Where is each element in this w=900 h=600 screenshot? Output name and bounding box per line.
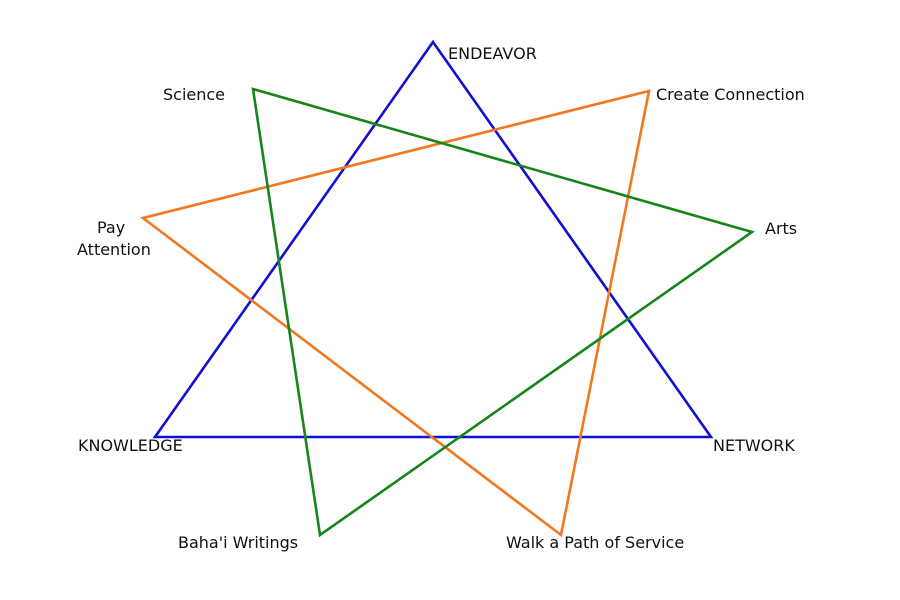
green-triangle	[251, 87, 755, 538]
label-science: Science	[163, 85, 226, 104]
label-network: NETWORK	[713, 436, 795, 455]
label-walk-a-path-of-service: Walk a Path of Service	[506, 533, 685, 552]
blue-triangle	[152, 39, 714, 439]
label-arts: Arts	[765, 219, 798, 238]
label-pay: Pay	[97, 218, 126, 237]
label-bahai-writings: Baha'i Writings	[178, 533, 299, 552]
label-attention: Attention	[77, 240, 151, 259]
orange-triangle	[140, 89, 651, 538]
label-knowledge: KNOWLEDGE	[78, 436, 183, 455]
label-endeavor: ENDEAVOR	[448, 44, 537, 63]
label-create-connection: Create Connection	[656, 85, 805, 104]
